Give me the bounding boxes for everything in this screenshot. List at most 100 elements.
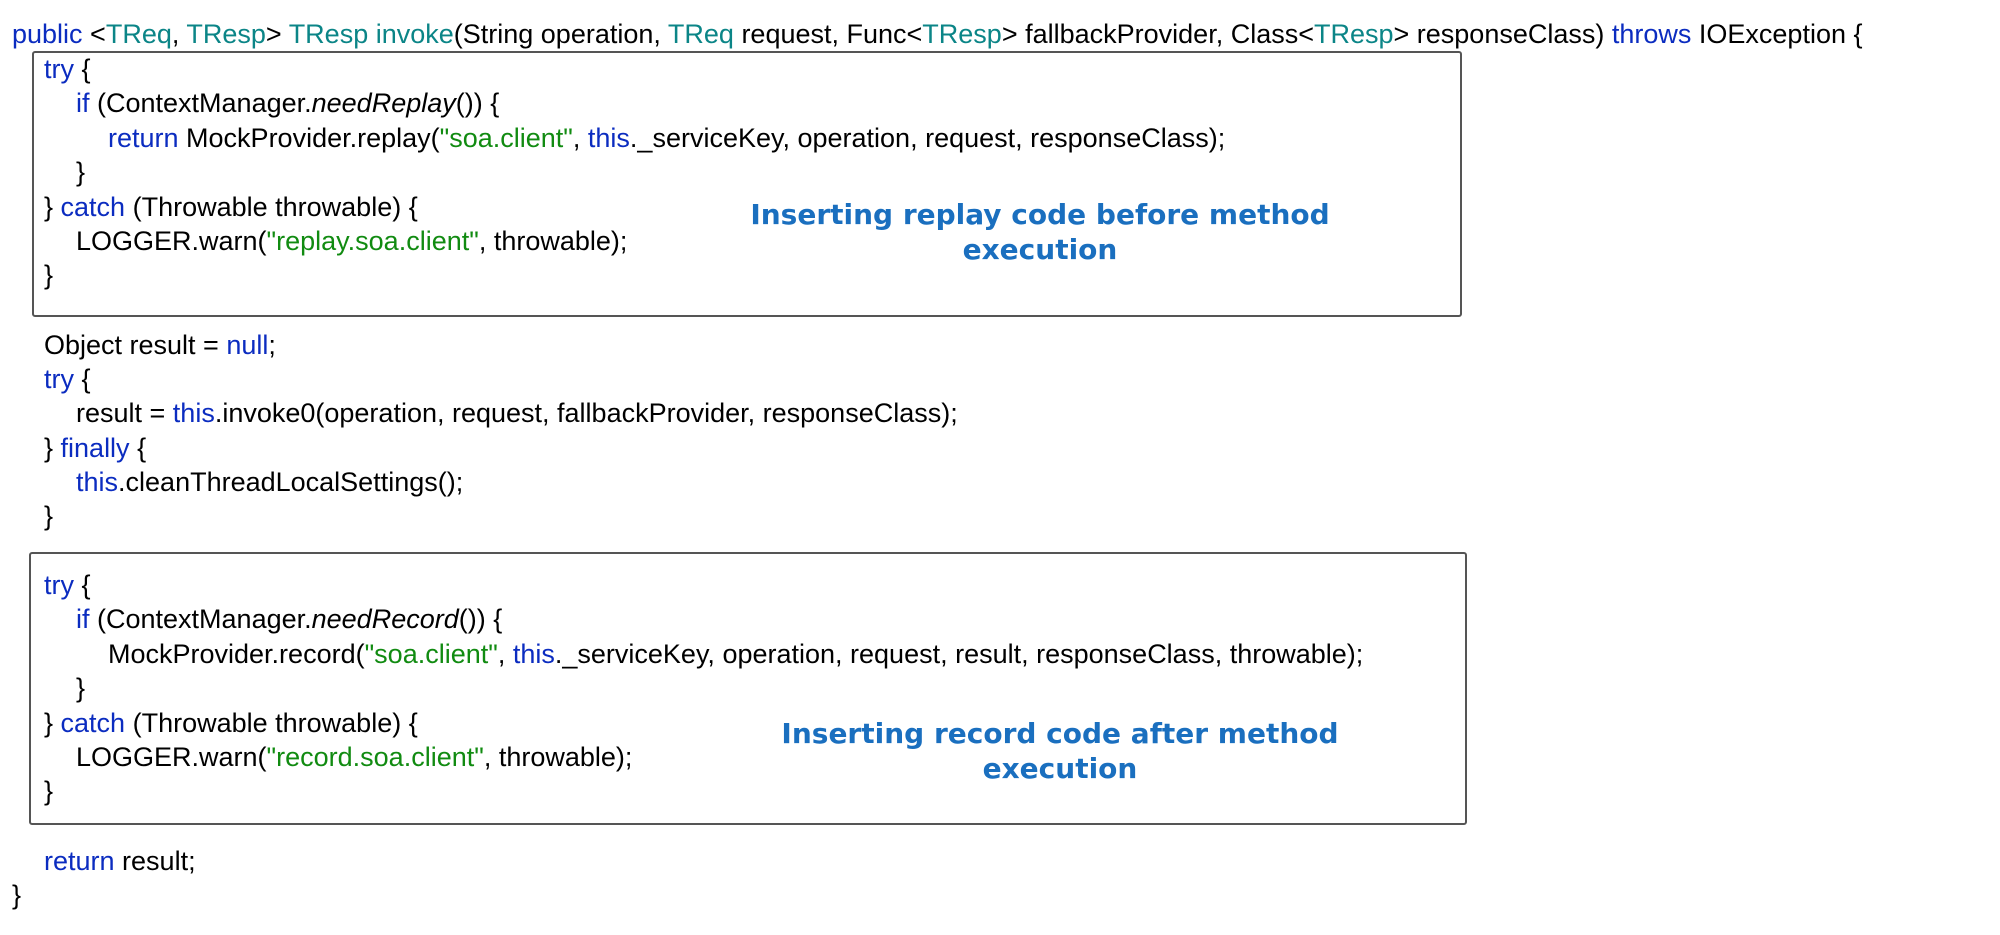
code-token: {	[129, 433, 147, 463]
code-line: try {	[44, 52, 91, 86]
code-line: public <TReq, TResp> TResp invoke(String…	[12, 17, 1863, 51]
code-token: (Throwable throwable) {	[125, 708, 418, 738]
code-token: TReq	[105, 19, 172, 49]
code-line: LOGGER.warn("replay.soa.client", throwab…	[76, 224, 627, 258]
code-line: } catch (Throwable throwable) {	[44, 190, 418, 224]
code-token: return	[44, 846, 115, 876]
code-token: LOGGER.warn(	[76, 742, 267, 772]
code-token: this	[587, 123, 630, 153]
code-token: public	[12, 19, 83, 49]
code-token: }	[12, 880, 22, 910]
code-token: MockProvider.replay(	[178, 123, 440, 153]
code-token: if	[76, 88, 90, 118]
code-line: try {	[44, 568, 91, 602]
code-token: ,	[572, 123, 588, 153]
code-token: try	[44, 364, 74, 394]
code-line: if (ContextManager.needReplay()) {	[76, 86, 499, 120]
code-line: }	[76, 155, 85, 189]
code-line: try {	[44, 362, 91, 396]
code-token: request, Func<	[733, 19, 923, 49]
code-line: LOGGER.warn("record.soa.client", throwab…	[76, 740, 632, 774]
code-token: "replay.soa.client"	[266, 226, 479, 256]
code-line: MockProvider.record("soa.client", this._…	[108, 637, 1363, 671]
code-token: "soa.client"	[439, 123, 573, 153]
code-token: (String operation,	[453, 19, 668, 49]
replay-annotation: Inserting replay code before method exec…	[750, 198, 1330, 266]
code-line: return MockProvider.replay("soa.client",…	[108, 121, 1225, 155]
code-token: (Throwable throwable) {	[125, 192, 418, 222]
code-token: >	[265, 19, 289, 49]
code-token: TReq	[667, 19, 734, 49]
code-token: needRecord	[311, 604, 459, 634]
code-token: TResp invoke	[288, 19, 454, 49]
code-line: }	[44, 774, 53, 808]
code-token: }	[44, 708, 61, 738]
code-token: try	[44, 570, 74, 600]
code-line: }	[76, 671, 85, 705]
code-line: } finally {	[44, 431, 146, 465]
code-token: .cleanThreadLocalSettings();	[118, 467, 464, 497]
code-token: this	[512, 639, 555, 669]
code-token: }	[44, 776, 54, 806]
code-token: this	[76, 467, 119, 497]
code-token: "record.soa.client"	[266, 742, 484, 772]
code-token: IOException {	[1691, 19, 1863, 49]
code-token: finally	[60, 433, 130, 463]
code-line: this.cleanThreadLocalSettings();	[76, 465, 463, 499]
code-token: }	[44, 260, 54, 290]
code-token: Object result =	[44, 330, 227, 360]
code-token: ()) {	[458, 604, 503, 634]
code-token: TResp	[922, 19, 1002, 49]
code-line: }	[44, 258, 53, 292]
code-token: ._serviceKey, operation, request, result…	[554, 639, 1364, 669]
code-token: }	[44, 192, 61, 222]
code-token: }	[76, 673, 86, 703]
code-token: return	[108, 123, 179, 153]
code-token: ._serviceKey, operation, request, respon…	[629, 123, 1226, 153]
code-token: needReplay	[311, 88, 456, 118]
code-token: {	[74, 570, 91, 600]
code-token: try	[44, 54, 74, 84]
code-token: , throwable);	[483, 742, 633, 772]
code-line: Object result = null;	[44, 328, 276, 362]
code-token: ,	[171, 19, 187, 49]
code-line: if (ContextManager.needRecord()) {	[76, 602, 502, 636]
code-token: TResp	[186, 19, 266, 49]
code-token: "soa.client"	[364, 639, 498, 669]
code-line: return result;	[44, 844, 196, 878]
code-token: MockProvider.record(	[108, 639, 365, 669]
code-token: null	[226, 330, 269, 360]
code-line: }	[44, 499, 53, 533]
code-token: throws	[1611, 19, 1692, 49]
code-token: }	[44, 433, 61, 463]
code-token: result =	[76, 398, 173, 428]
code-token: <	[82, 19, 106, 49]
code-token: catch	[60, 708, 126, 738]
code-token: , throwable);	[478, 226, 628, 256]
code-token: {	[74, 364, 91, 394]
code-line: result = this.invoke0(operation, request…	[76, 396, 958, 430]
code-token: catch	[60, 192, 126, 222]
code-token: if	[76, 604, 90, 634]
code-token: {	[74, 54, 91, 84]
code-token: result;	[114, 846, 196, 876]
code-token: TResp	[1313, 19, 1394, 49]
code-token: > responseClass)	[1393, 19, 1612, 49]
code-token: (ContextManager.	[89, 604, 312, 634]
code-token: ,	[497, 639, 513, 669]
code-token: ;	[268, 330, 276, 360]
code-line: } catch (Throwable throwable) {	[44, 706, 418, 740]
code-token: ()) {	[455, 88, 500, 118]
code-token: this	[172, 398, 215, 428]
code-token: (ContextManager.	[89, 88, 312, 118]
code-token: LOGGER.warn(	[76, 226, 267, 256]
record-annotation: Inserting record code after method execu…	[781, 717, 1339, 785]
replay-code-box	[32, 51, 1462, 317]
code-token: }	[44, 501, 54, 531]
code-line: }	[12, 878, 21, 912]
code-token: }	[76, 157, 86, 187]
record-code-box	[29, 552, 1467, 825]
code-token: .invoke0(operation, request, fallbackPro…	[214, 398, 958, 428]
code-token: > fallbackProvider, Class<	[1001, 19, 1314, 49]
